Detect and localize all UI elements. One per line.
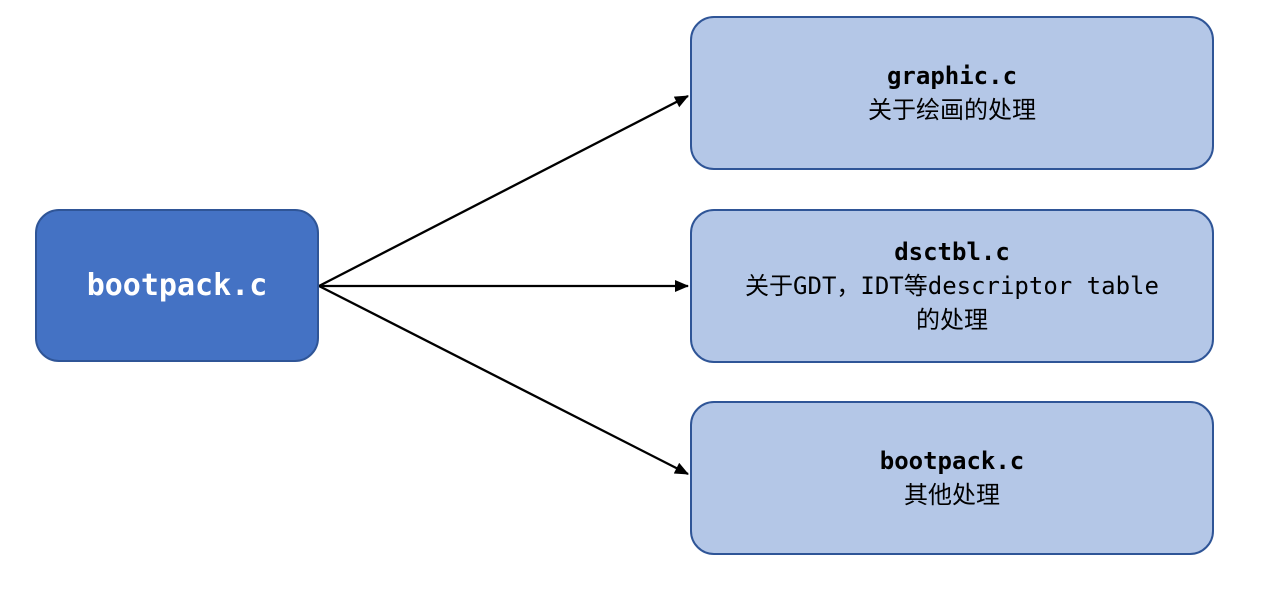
source-node-title: bootpack.c [86,267,268,303]
node-bootpack-source: bootpack.c [35,209,319,362]
target-node-description: 其他处理 [904,481,1000,509]
target-node-description: 的处理 [916,306,988,334]
target-node-description: 关于GDT，IDT等descriptor table [745,272,1159,300]
target-node-title: bootpack.c [879,447,1025,475]
node-dsctbl: dsctbl.c 关于GDT，IDT等descriptor table 的处理 [690,209,1214,363]
target-node-title: dsctbl.c [894,238,1010,266]
arrow-to-graphic [318,94,689,288]
target-node-title: graphic.c [886,62,1018,90]
node-graphic: graphic.c 关于绘画的处理 [690,16,1214,170]
arrow-to-bootpack-other [318,284,689,476]
node-bootpack-other: bootpack.c 其他处理 [690,401,1214,555]
target-node-description: 关于绘画的处理 [868,96,1036,124]
